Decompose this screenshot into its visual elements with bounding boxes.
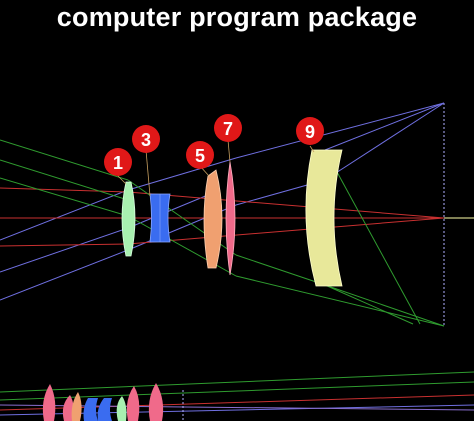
svg-text:7: 7	[223, 119, 233, 139]
marker-leaders	[117, 139, 315, 197]
svg-text:3: 3	[141, 130, 151, 150]
marker-7: 7	[214, 114, 242, 142]
ray-bundle-green	[0, 139, 445, 327]
ray-bundle-red	[0, 187, 445, 247]
lens-9-element	[305, 149, 343, 287]
page-title: computer program package	[56, 2, 418, 32]
marker-3: 3	[132, 125, 160, 153]
marker-9: 9	[296, 117, 324, 145]
marker-1: 1	[104, 148, 132, 176]
svg-text:5: 5	[195, 146, 205, 166]
svg-text:9: 9	[305, 122, 315, 142]
lens-1-element	[121, 181, 136, 257]
secondary-diagram	[0, 371, 474, 421]
lens-7-element	[225, 161, 236, 276]
lens-5-element	[203, 169, 223, 269]
svg-text:1: 1	[113, 153, 123, 173]
marker-5: 5	[186, 141, 214, 169]
ray-bundle-blue	[0, 102, 445, 301]
